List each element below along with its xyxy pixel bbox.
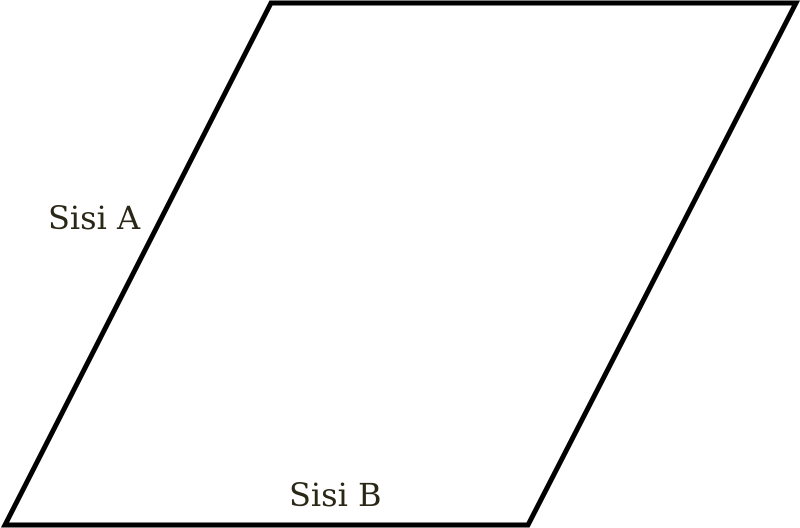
side-a-label: Sisi A [48,199,141,237]
side-b-label: Sisi B [289,476,382,514]
